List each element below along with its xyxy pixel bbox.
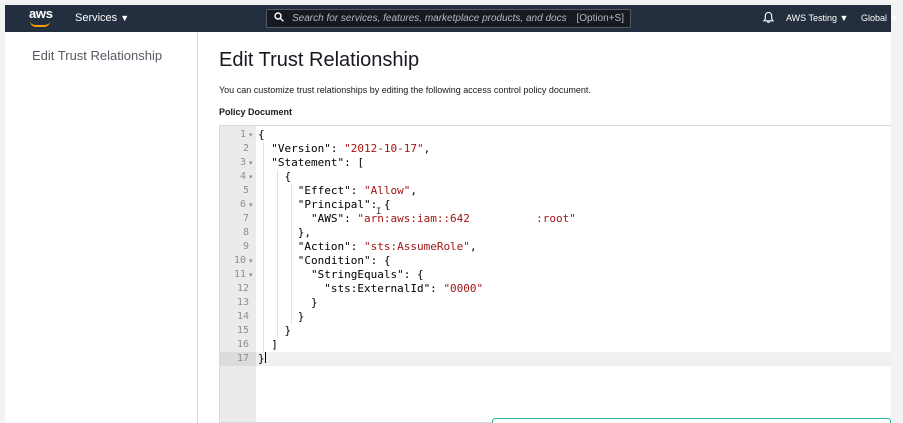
region-name: Global	[861, 13, 888, 23]
indent-guide	[291, 184, 292, 324]
code-line: }	[258, 324, 292, 337]
line-number: 10	[233, 255, 246, 266]
line-number: 14	[236, 311, 249, 322]
code-line: "Version": "2012-10-17",	[258, 142, 431, 155]
indent-guide	[263, 142, 264, 352]
account-name: AWS Testing	[786, 13, 838, 23]
code-line: ]	[258, 338, 278, 351]
mouse-ibeam-icon: I	[376, 207, 382, 217]
line-number: 12	[236, 283, 249, 294]
code-line: {	[258, 128, 265, 141]
aws-logo[interactable]: aws	[29, 6, 55, 28]
logo-smile-icon	[30, 21, 50, 27]
caret-down-icon: ▼	[120, 13, 130, 23]
caret-down-icon: ▼	[839, 13, 849, 23]
services-label: Services	[75, 12, 118, 24]
code-line: "sts:ExternalId": "0000"	[258, 282, 484, 295]
fold-toggle-icon[interactable]: ▾	[249, 258, 253, 265]
text-cursor	[264, 352, 266, 363]
logo-text: aws	[29, 6, 53, 21]
line-number: 13	[236, 297, 249, 308]
line-number: 15	[236, 325, 249, 336]
policy-document-label: Policy Document	[219, 107, 293, 117]
sidebar: Edit Trust Relationship	[5, 32, 198, 423]
services-menu-button[interactable]: Services▼	[75, 12, 129, 24]
line-number: 11	[233, 269, 246, 280]
code-line: {	[258, 170, 292, 183]
code-line: }	[258, 310, 305, 323]
code-line: },	[258, 226, 311, 239]
search-placeholder: Search for services, features, marketpla…	[292, 13, 567, 24]
bell-icon[interactable]	[762, 11, 775, 24]
code-line: "Effect": "Allow",	[258, 184, 417, 197]
code-line: "StringEquals": {	[258, 268, 424, 281]
line-number: 5	[242, 185, 249, 196]
search-icon	[274, 12, 284, 22]
line-number: 17	[236, 353, 249, 364]
fold-toggle-icon[interactable]: ▾	[249, 272, 253, 279]
code-line: }	[258, 352, 266, 365]
code-line: "Condition": {	[258, 254, 391, 267]
fold-toggle-icon[interactable]: ▾	[249, 202, 253, 209]
account-menu-button[interactable]: AWS Testing ▼	[786, 13, 848, 23]
line-number: 6	[239, 199, 246, 210]
fold-toggle-icon[interactable]: ▾	[249, 174, 253, 181]
line-number: 16	[236, 339, 249, 350]
line-number: 3	[239, 157, 246, 168]
code-line: "Principal": {	[258, 198, 391, 211]
line-number: 1	[239, 129, 246, 140]
line-number: 8	[242, 227, 249, 238]
active-line-gutter	[220, 352, 256, 366]
line-number: 2	[242, 143, 249, 154]
code-line: }	[258, 296, 318, 309]
page-description: You can customize trust relationships by…	[219, 85, 591, 95]
code-line: "AWS": "arn:aws:iam::642 :root"	[258, 212, 576, 225]
code-line: "Action": "sts:AssumeRole",	[258, 240, 477, 253]
search-input[interactable]: Search for services, features, marketpla…	[266, 9, 631, 28]
line-number: 9	[242, 241, 249, 252]
fold-toggle-icon[interactable]: ▾	[249, 132, 253, 139]
line-number: 4	[239, 171, 246, 182]
active-line-highlight	[256, 352, 891, 366]
line-number: 7	[242, 213, 249, 224]
main-content: Edit Trust Relationship You can customiz…	[198, 32, 891, 423]
region-menu-button[interactable]: Global ▼	[861, 13, 898, 23]
top-navigation-bar: aws Services▼ Search for services, featu…	[5, 5, 898, 32]
search-shortcut: [Option+S]	[576, 13, 624, 24]
fold-toggle-icon[interactable]: ▾	[249, 160, 253, 167]
caret-down-icon: ▼	[889, 13, 899, 23]
sidebar-item-edit-trust-relationship[interactable]: Edit Trust Relationship	[32, 48, 163, 63]
notification-panel-edge	[492, 418, 891, 423]
code-line: "Statement": [	[258, 156, 364, 169]
page-title: Edit Trust Relationship	[219, 49, 420, 71]
indent-guide	[277, 170, 278, 338]
